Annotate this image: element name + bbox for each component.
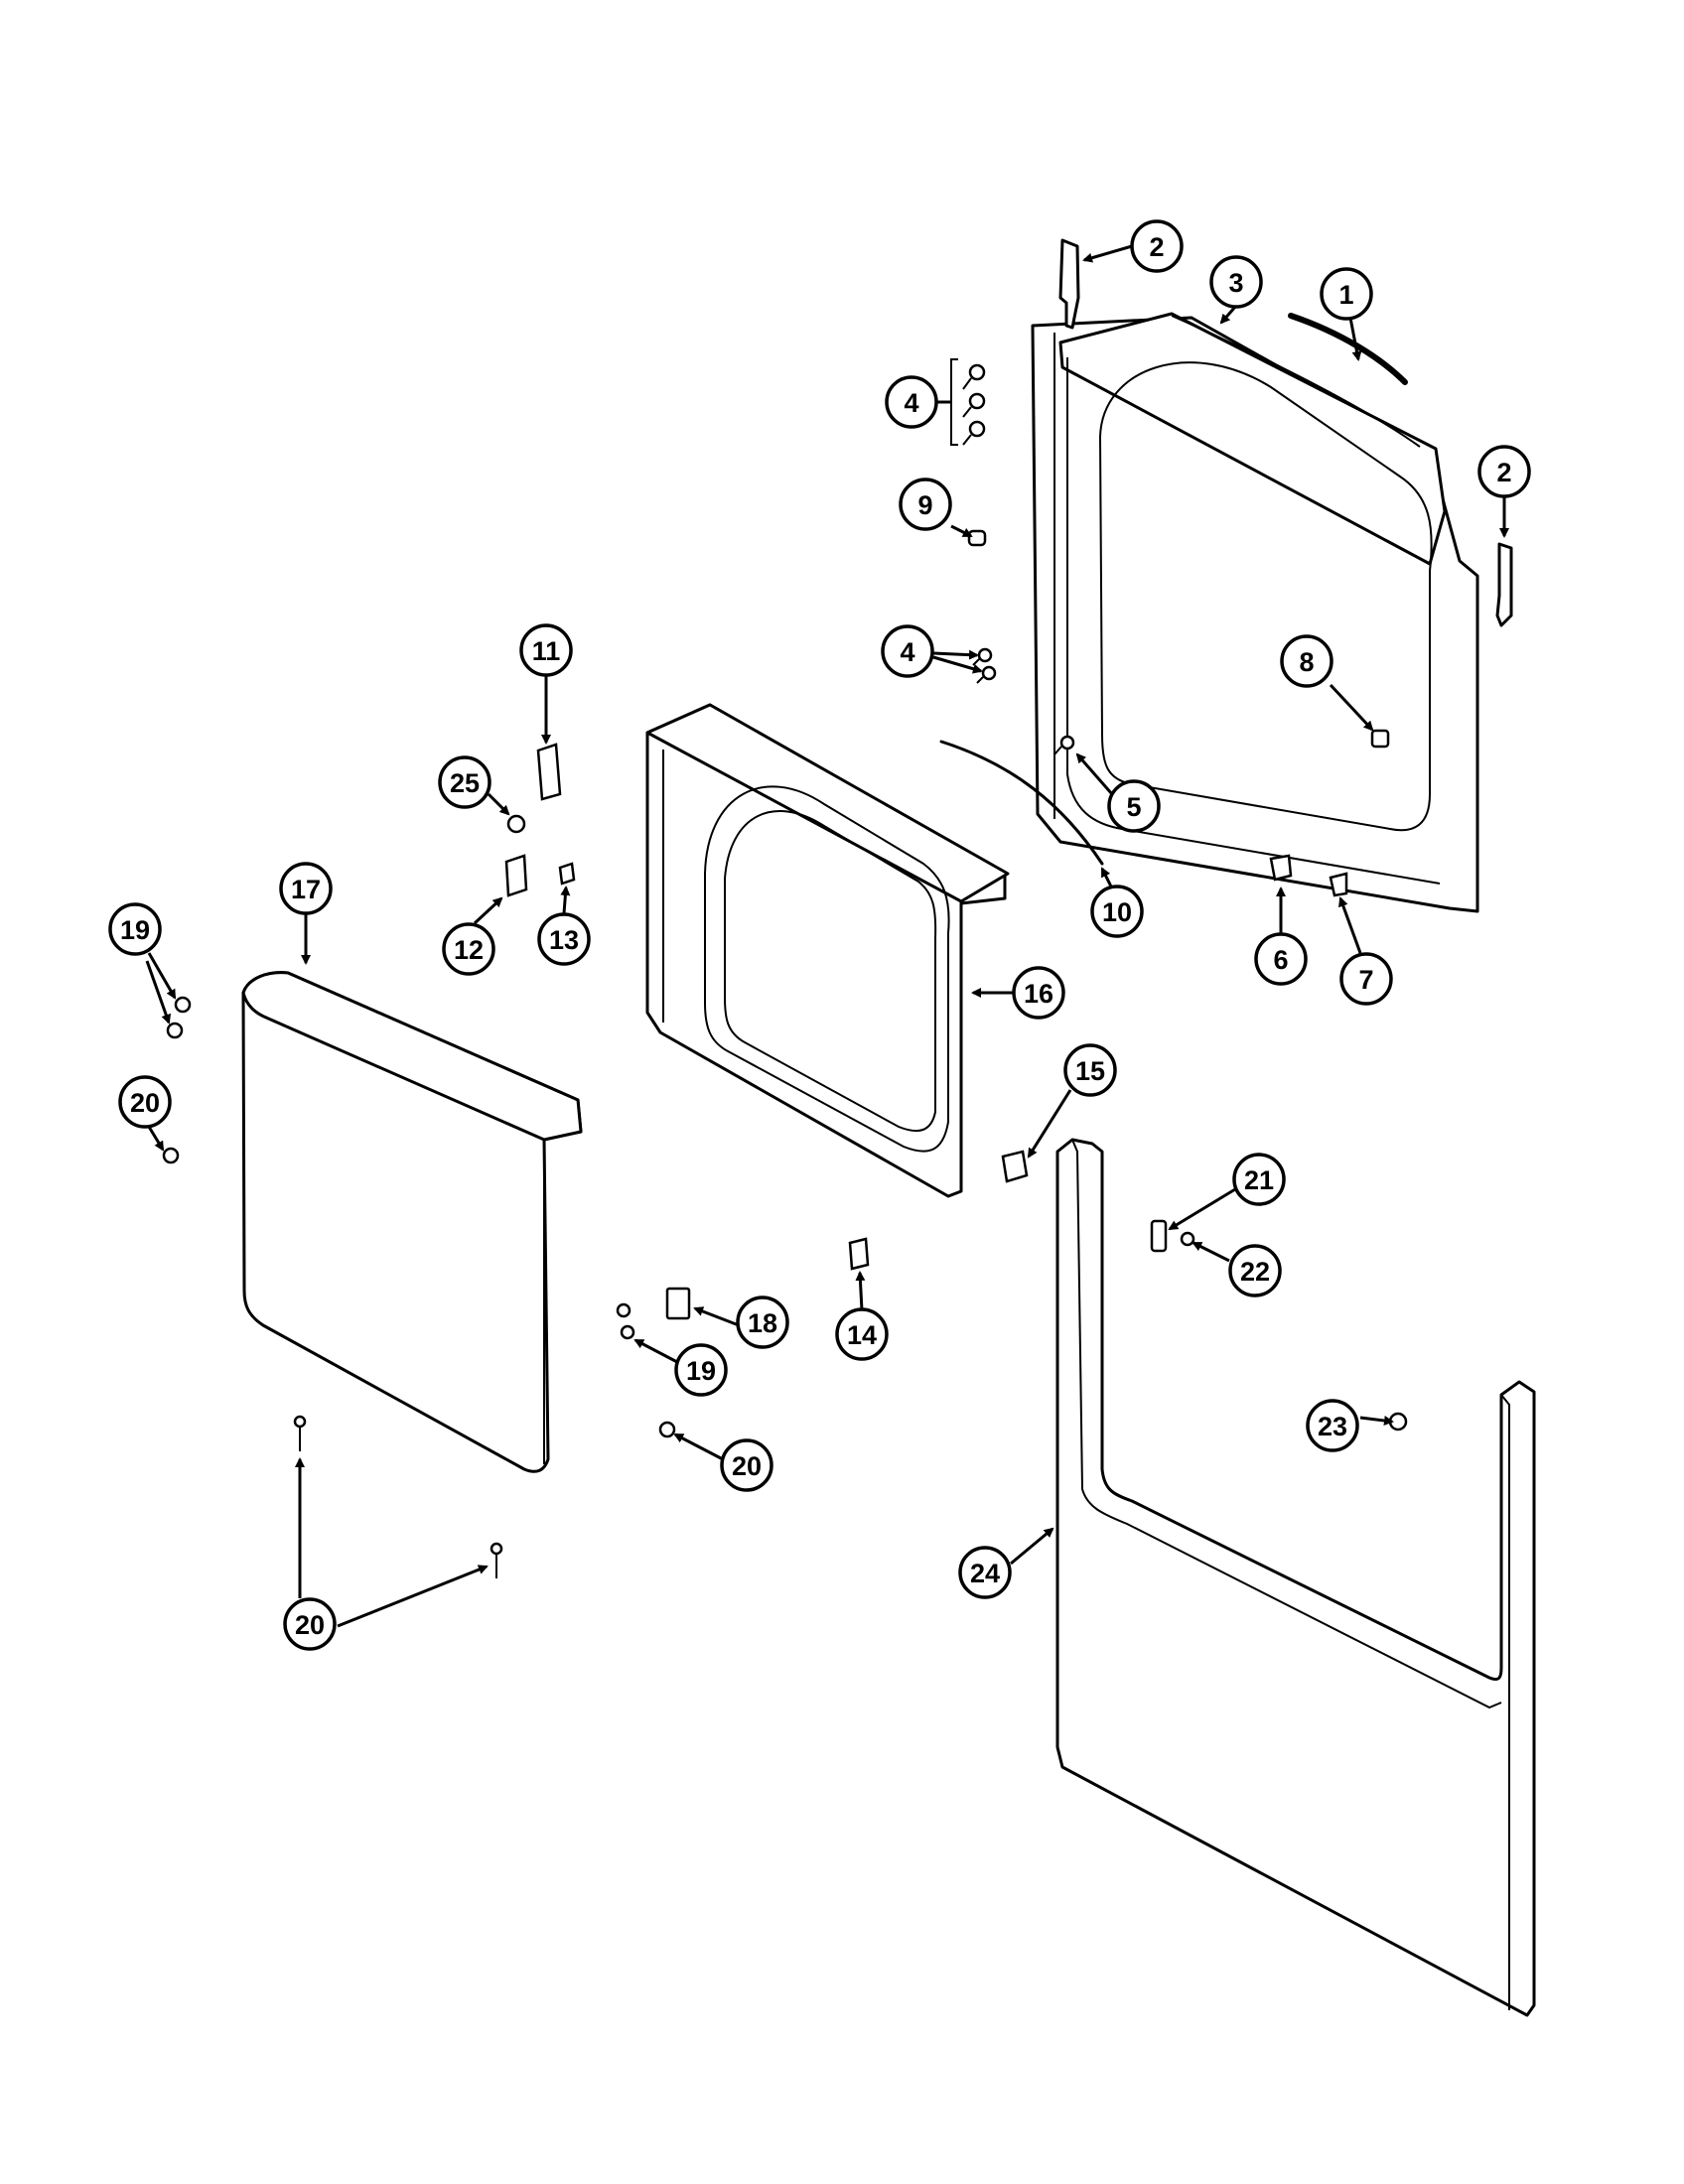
callouts: 1 2 2 3 4 4 5 6 7 8 9 10 11 12 13 14 15 …	[108, 219, 1531, 1651]
callout-label-24: 24	[970, 1559, 1000, 1588]
hinge-bracket-right	[1495, 542, 1513, 627]
callout-20-left: 20	[118, 1075, 172, 1129]
clip-8	[1370, 729, 1390, 749]
callout-label-19-left: 19	[120, 915, 150, 945]
callout-2-right: 2	[1477, 445, 1531, 498]
callout-label-2-top: 2	[1149, 232, 1164, 262]
screw-20-top-left	[162, 1147, 180, 1164]
callout-label-19-middle: 19	[686, 1356, 716, 1386]
callout-label-22: 22	[1240, 1257, 1270, 1287]
callout-2-top: 2	[1130, 219, 1184, 273]
callout-25: 25	[438, 755, 491, 809]
arc-seal-10	[939, 740, 1104, 866]
front-bulkhead	[645, 703, 1010, 1198]
callout-6: 6	[1254, 932, 1308, 986]
callout-label-20-left: 20	[130, 1088, 160, 1118]
clip-nut-9	[967, 529, 987, 547]
screw-20-middle	[658, 1421, 676, 1438]
callout-20-bottom: 20	[283, 1597, 337, 1651]
callout-label-6: 6	[1273, 945, 1288, 975]
callout-label-14: 14	[847, 1320, 877, 1350]
callout-21: 21	[1232, 1153, 1286, 1206]
clip-14	[848, 1237, 870, 1271]
callout-22: 22	[1228, 1244, 1282, 1297]
callout-label-15: 15	[1075, 1056, 1105, 1086]
callout-19-middle: 19	[674, 1343, 728, 1397]
callout-10: 10	[1090, 885, 1144, 938]
front-panel	[1055, 1138, 1536, 2017]
callout-label-1: 1	[1338, 280, 1353, 310]
screw-5	[1053, 735, 1075, 755]
callout-4-lower: 4	[881, 624, 934, 678]
callout-12: 12	[442, 922, 495, 976]
hinge-bracket-top	[1058, 238, 1080, 330]
callout-14: 14	[835, 1307, 889, 1361]
callout-label-10: 10	[1102, 897, 1132, 927]
callout-label-21: 21	[1244, 1165, 1274, 1195]
screw-group-lower	[972, 647, 997, 684]
screws-19-top-left	[166, 996, 192, 1039]
rear-frame-panel	[1031, 312, 1479, 913]
screw-23	[1388, 1412, 1408, 1432]
clip-7	[1329, 872, 1348, 897]
callout-label-8: 8	[1299, 647, 1314, 677]
clip-13	[558, 862, 576, 886]
leader-lines	[145, 244, 1509, 1628]
callout-label-25: 25	[450, 768, 480, 798]
screw-22	[1180, 1231, 1195, 1247]
callout-15: 15	[1063, 1043, 1117, 1097]
callout-9: 9	[899, 478, 952, 531]
callout-label-20-bottom: 20	[295, 1610, 325, 1640]
callout-3: 3	[1209, 255, 1263, 309]
callout-20-middle: 20	[720, 1438, 773, 1492]
callout-label-2-right: 2	[1496, 458, 1511, 487]
clip-15	[1001, 1150, 1029, 1183]
callout-16: 16	[1012, 966, 1065, 1020]
callout-label-23: 23	[1318, 1412, 1347, 1441]
callout-1: 1	[1320, 267, 1373, 321]
top-door-panel	[241, 971, 583, 1473]
callout-17: 17	[279, 862, 333, 915]
callout-label-12: 12	[454, 935, 484, 965]
callout-19-left: 19	[108, 902, 162, 956]
callout-label-16: 16	[1024, 979, 1053, 1009]
callout-label-4-lower: 4	[900, 637, 914, 667]
callout-label-11: 11	[532, 636, 561, 666]
callout-label-17: 17	[291, 875, 321, 904]
screw-group-upper	[950, 358, 986, 446]
arc-seal-1	[1288, 313, 1408, 385]
callout-label-7: 7	[1358, 965, 1373, 995]
callout-label-5: 5	[1126, 792, 1141, 822]
callout-8: 8	[1280, 634, 1333, 688]
callout-4-upper: 4	[885, 375, 938, 429]
screw-20-bottom	[293, 1415, 503, 1578]
callout-label-9: 9	[917, 490, 932, 520]
callout-24: 24	[958, 1546, 1012, 1599]
callout-13: 13	[537, 912, 591, 966]
callout-11: 11	[519, 623, 573, 677]
callout-label-13: 13	[549, 925, 579, 955]
clip-6	[1269, 854, 1293, 882]
callout-7: 7	[1339, 952, 1393, 1006]
callout-5: 5	[1107, 779, 1161, 833]
callout-label-20-middle: 20	[732, 1451, 762, 1481]
hinge-18	[616, 1287, 691, 1340]
bracket-11	[536, 743, 562, 801]
catch-12	[504, 854, 528, 897]
callout-label-18: 18	[748, 1308, 777, 1338]
callout-18: 18	[736, 1296, 789, 1349]
callout-label-4-upper: 4	[904, 388, 918, 418]
clip-21	[1150, 1219, 1168, 1253]
bumper-25	[506, 814, 526, 834]
callout-23: 23	[1306, 1399, 1359, 1452]
callout-label-3: 3	[1228, 268, 1243, 298]
